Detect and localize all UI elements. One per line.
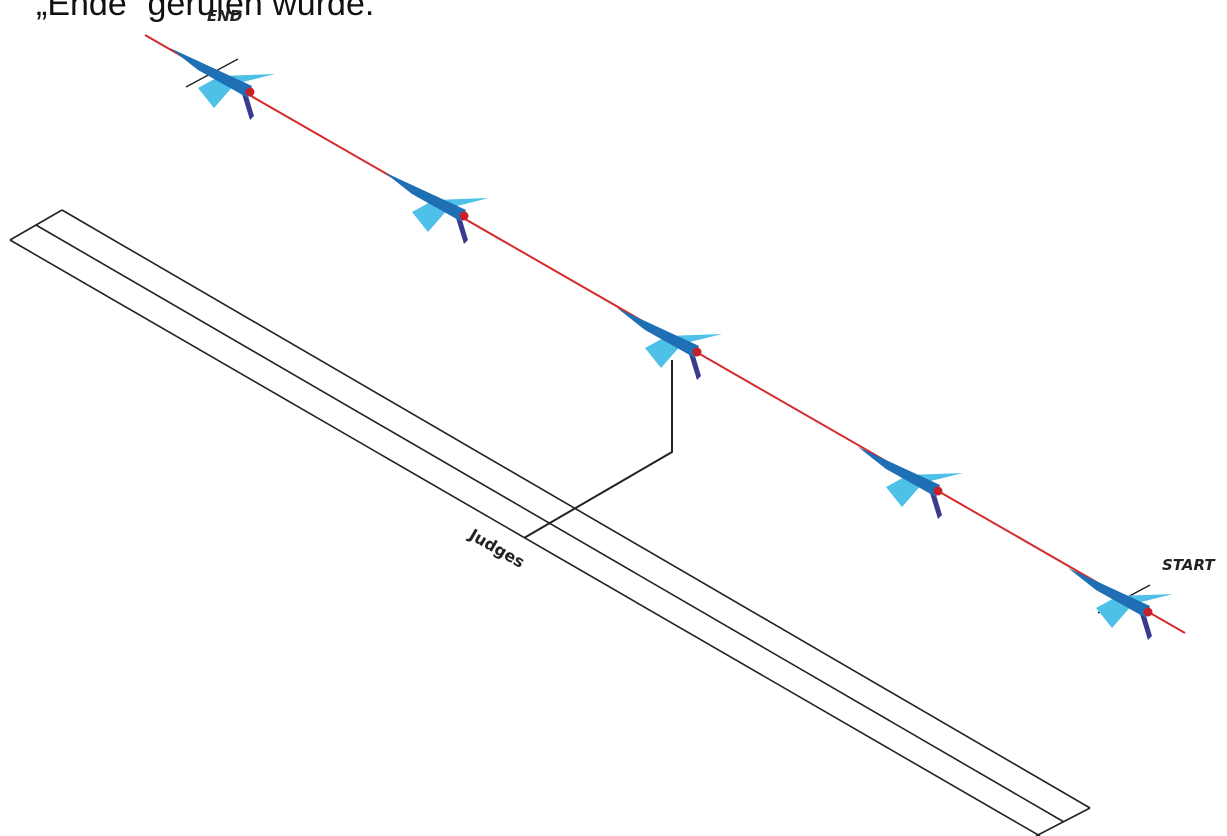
runway-end-cap	[9, 209, 63, 241]
jet-marker	[459, 211, 469, 221]
judges-sight-line	[523, 360, 673, 539]
jet-tail	[689, 354, 701, 380]
aircraft-2	[384, 172, 489, 244]
aircraft-group	[170, 48, 1173, 640]
jet-marker	[692, 347, 702, 357]
jet-fuselage	[617, 308, 699, 358]
aircraft-5	[1068, 568, 1173, 640]
jet-fuselage	[1068, 568, 1150, 618]
end-label: END	[207, 7, 242, 25]
jet-wing	[886, 473, 963, 507]
jet-wing	[1096, 594, 1173, 628]
runway-edge-top	[61, 209, 1091, 809]
jet-wing	[645, 334, 722, 368]
jet-marker	[933, 486, 943, 496]
jet-tail	[456, 218, 468, 244]
jet-tail	[242, 94, 254, 120]
jet-tail	[930, 493, 942, 519]
jet-wing	[412, 198, 489, 232]
start-label: START	[1162, 556, 1216, 574]
jet-tail	[1140, 614, 1152, 640]
caption-text: „Ende“ gerufen wurde.	[36, 0, 375, 23]
aircraft-3	[617, 308, 722, 380]
jet-fuselage	[858, 447, 940, 497]
judges-label: Judges	[465, 525, 528, 572]
jet-marker	[245, 87, 255, 97]
jet-marker	[1143, 607, 1153, 617]
jet-wing	[198, 74, 275, 108]
runway-far-cap	[1035, 807, 1091, 836]
aircraft-1	[170, 48, 275, 120]
jet-fuselage	[170, 48, 252, 98]
aircraft-4	[858, 447, 963, 519]
jet-fuselage	[384, 172, 466, 222]
